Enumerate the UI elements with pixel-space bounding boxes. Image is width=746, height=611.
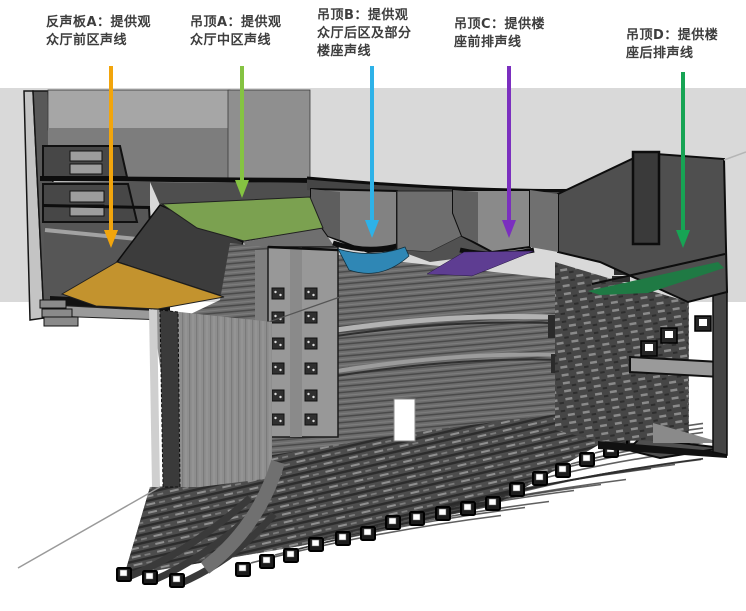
callout-label-reflector-a: 反声板A：提供观 众厅前区声线 [46, 14, 151, 50]
callout-label-line: 吊顶B：提供观 [317, 8, 409, 23]
callout-label-ceiling-a: 吊顶A：提供观 众厅中区声线 [190, 14, 282, 50]
front-rows [124, 459, 285, 588]
callout-arrow-ceiling-b [365, 66, 379, 238]
callout-arrow-ceiling-d [676, 72, 690, 248]
callout-label-line: 座后排声线 [626, 46, 694, 61]
reflector-panel-a [60, 261, 225, 310]
ceiling-panel-d [588, 262, 724, 295]
ceiling-panel-a [160, 196, 324, 242]
ceiling-panel-b [337, 246, 410, 274]
callout-label-ceiling-d: 吊顶D：提供楼 座后排声线 [626, 27, 718, 63]
callout-label-line: 吊顶A：提供观 [190, 15, 282, 30]
callout-arrow-reflector-a [104, 66, 118, 248]
balcony-block [555, 255, 728, 458]
main-floor-seating [124, 398, 688, 576]
callout-label-ceiling-c: 吊顶C：提供楼 座前排声线 [454, 16, 545, 52]
fly-gallery-upper [42, 145, 129, 178]
fly-gallery-lower [42, 183, 139, 223]
floor-edge-line [17, 486, 161, 569]
proscenium-front-wall [149, 309, 272, 488]
callout-label-line: 众厅前区声线 [46, 33, 128, 48]
callout-label-line: 众厅后区及部分 [317, 26, 412, 41]
callout-label-line: 座前排声线 [454, 35, 522, 50]
callout-label-line: 吊顶C：提供楼 [454, 17, 546, 32]
coffer-right-slope [530, 190, 558, 252]
balcony-rail-line [591, 253, 726, 285]
callout-label-line: 反声板A：提供观 [46, 15, 152, 30]
callout-label-line: 众厅中区声线 [190, 33, 272, 48]
callout-label-line: 吊顶D：提供楼 [626, 28, 719, 43]
hall-door [393, 398, 416, 442]
callout-arrow-ceiling-c [502, 66, 516, 238]
callout-label-ceiling-b: 吊顶B：提供观 众厅后区及部分 楼座声线 [317, 7, 412, 61]
callout-arrow-ceiling-a [235, 66, 249, 198]
balcony-step-cuts [640, 315, 712, 357]
callout-label-line: 楼座声线 [317, 44, 372, 59]
ceiling-panel-c [426, 250, 535, 277]
